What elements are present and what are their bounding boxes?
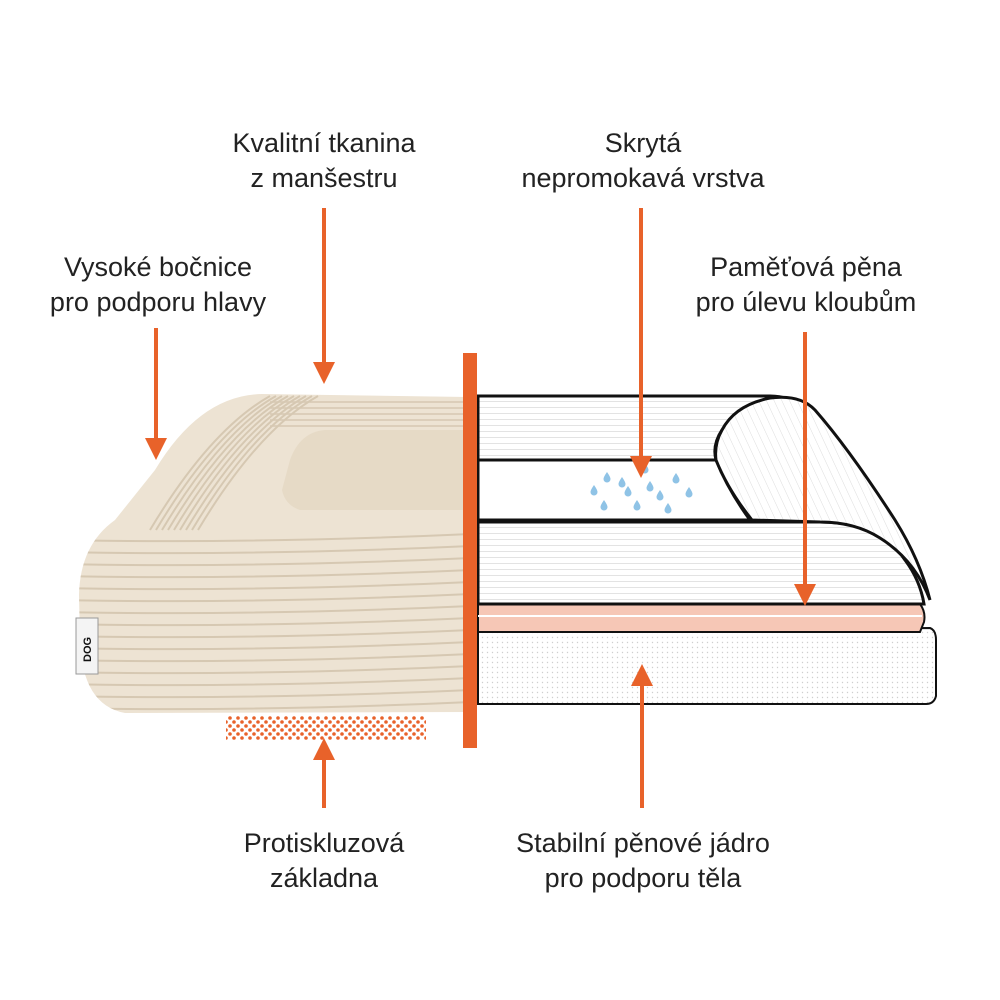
waterproof-layer bbox=[476, 458, 753, 522]
label-sides-line2: pro podporu hlavy bbox=[49, 287, 267, 317]
water-drops bbox=[590, 463, 693, 514]
arrow-fabric bbox=[313, 208, 335, 384]
water-drop bbox=[664, 503, 672, 514]
corduroy-rib bbox=[79, 665, 468, 675]
arrow-core bbox=[631, 664, 653, 808]
memory-foam-layer bbox=[477, 603, 926, 633]
label-fabric: Kvalitní tkanina z manšestru bbox=[224, 126, 424, 196]
anti-slip-dots bbox=[226, 716, 426, 740]
corduroy-rib bbox=[79, 677, 468, 687]
section-divider-bar bbox=[463, 353, 477, 748]
label-memory-line2: pro úlevu kloubům bbox=[695, 287, 917, 317]
water-drop bbox=[633, 500, 641, 511]
corduroy-rib bbox=[167, 395, 289, 531]
arrow-waterproof bbox=[630, 208, 652, 478]
callout-arrows bbox=[145, 208, 816, 808]
corduroy-ribs bbox=[79, 395, 468, 711]
corduroy-rib bbox=[79, 641, 468, 651]
label-waterproof: Skrytá nepromokavá vrstva bbox=[508, 126, 778, 196]
arrow-base bbox=[313, 738, 335, 808]
label-core-line2: pro podporu těla bbox=[544, 863, 742, 893]
water-drop bbox=[600, 500, 608, 511]
corduroy-rib bbox=[79, 605, 468, 615]
arrow-sides bbox=[145, 328, 167, 460]
water-drop bbox=[590, 485, 598, 496]
cross-section bbox=[476, 394, 937, 705]
corduroy-rib bbox=[79, 581, 468, 591]
label-base-line1: Protiskluzová bbox=[243, 828, 405, 858]
label-memory-line1: Paměťová pěna bbox=[710, 252, 902, 282]
water-drop bbox=[685, 487, 693, 498]
label-sides-line1: Vysoké bočnice bbox=[63, 252, 253, 282]
corduroy-rib bbox=[79, 689, 468, 699]
label-base: Protiskluzová základna bbox=[224, 826, 424, 896]
arrow-memory-foam bbox=[794, 332, 816, 606]
water-drop bbox=[603, 472, 611, 483]
corduroy-rib bbox=[161, 395, 283, 531]
water-drop bbox=[656, 490, 664, 501]
label-fabric-line2: z manšestru bbox=[250, 163, 398, 193]
label-core: Stabilní pěnové jádro pro podporu těla bbox=[500, 826, 786, 896]
core-foam-layer bbox=[477, 626, 937, 705]
brand-tag-text: DOG bbox=[82, 637, 94, 662]
label-base-line2: základna bbox=[269, 863, 379, 893]
bed-inner-cushion bbox=[282, 430, 468, 510]
water-drop bbox=[618, 477, 626, 488]
cushion-layer bbox=[476, 520, 926, 606]
corduroy-rib bbox=[155, 395, 277, 531]
corduroy-rib bbox=[79, 533, 468, 543]
arrow-memory-foam-head bbox=[794, 584, 816, 606]
corduroy-rib bbox=[79, 557, 468, 567]
water-drop bbox=[646, 481, 654, 492]
corduroy-rib bbox=[79, 617, 468, 627]
water-drop bbox=[624, 486, 632, 497]
corduroy-rib bbox=[79, 569, 468, 579]
label-core-line1: Stabilní pěnové jádro bbox=[516, 828, 770, 858]
water-drop bbox=[672, 473, 680, 484]
brand-tag: DOG bbox=[75, 617, 99, 675]
arrow-sides-head bbox=[145, 438, 167, 460]
label-sides: Vysoké bočnice pro podporu hlavy bbox=[36, 250, 280, 320]
corduroy-rib bbox=[197, 395, 319, 531]
corduroy-rib bbox=[79, 629, 468, 639]
corduroy-rib bbox=[79, 545, 468, 555]
corduroy-rib bbox=[179, 395, 301, 531]
bolster-section bbox=[714, 395, 932, 601]
corduroy-bed: DOG bbox=[75, 394, 468, 713]
corduroy-rib bbox=[173, 395, 295, 531]
corduroy-rib bbox=[149, 395, 271, 531]
arrow-waterproof-head bbox=[630, 456, 652, 478]
label-waterproof-line1: Skrytá bbox=[604, 128, 682, 158]
label-fabric-line1: Kvalitní tkanina bbox=[232, 128, 416, 158]
arrow-core-head bbox=[631, 664, 653, 686]
corduroy-rib bbox=[79, 593, 468, 603]
label-waterproof-line2: nepromokavá vrstva bbox=[521, 163, 765, 193]
corduroy-rib bbox=[79, 653, 468, 663]
arrow-base-head bbox=[313, 738, 335, 760]
arrow-fabric-head bbox=[313, 362, 335, 384]
label-memory-foam: Paměťová pěna pro úlevu kloubům bbox=[680, 250, 932, 320]
corduroy-rib bbox=[185, 395, 307, 531]
corduroy-rib bbox=[191, 395, 313, 531]
